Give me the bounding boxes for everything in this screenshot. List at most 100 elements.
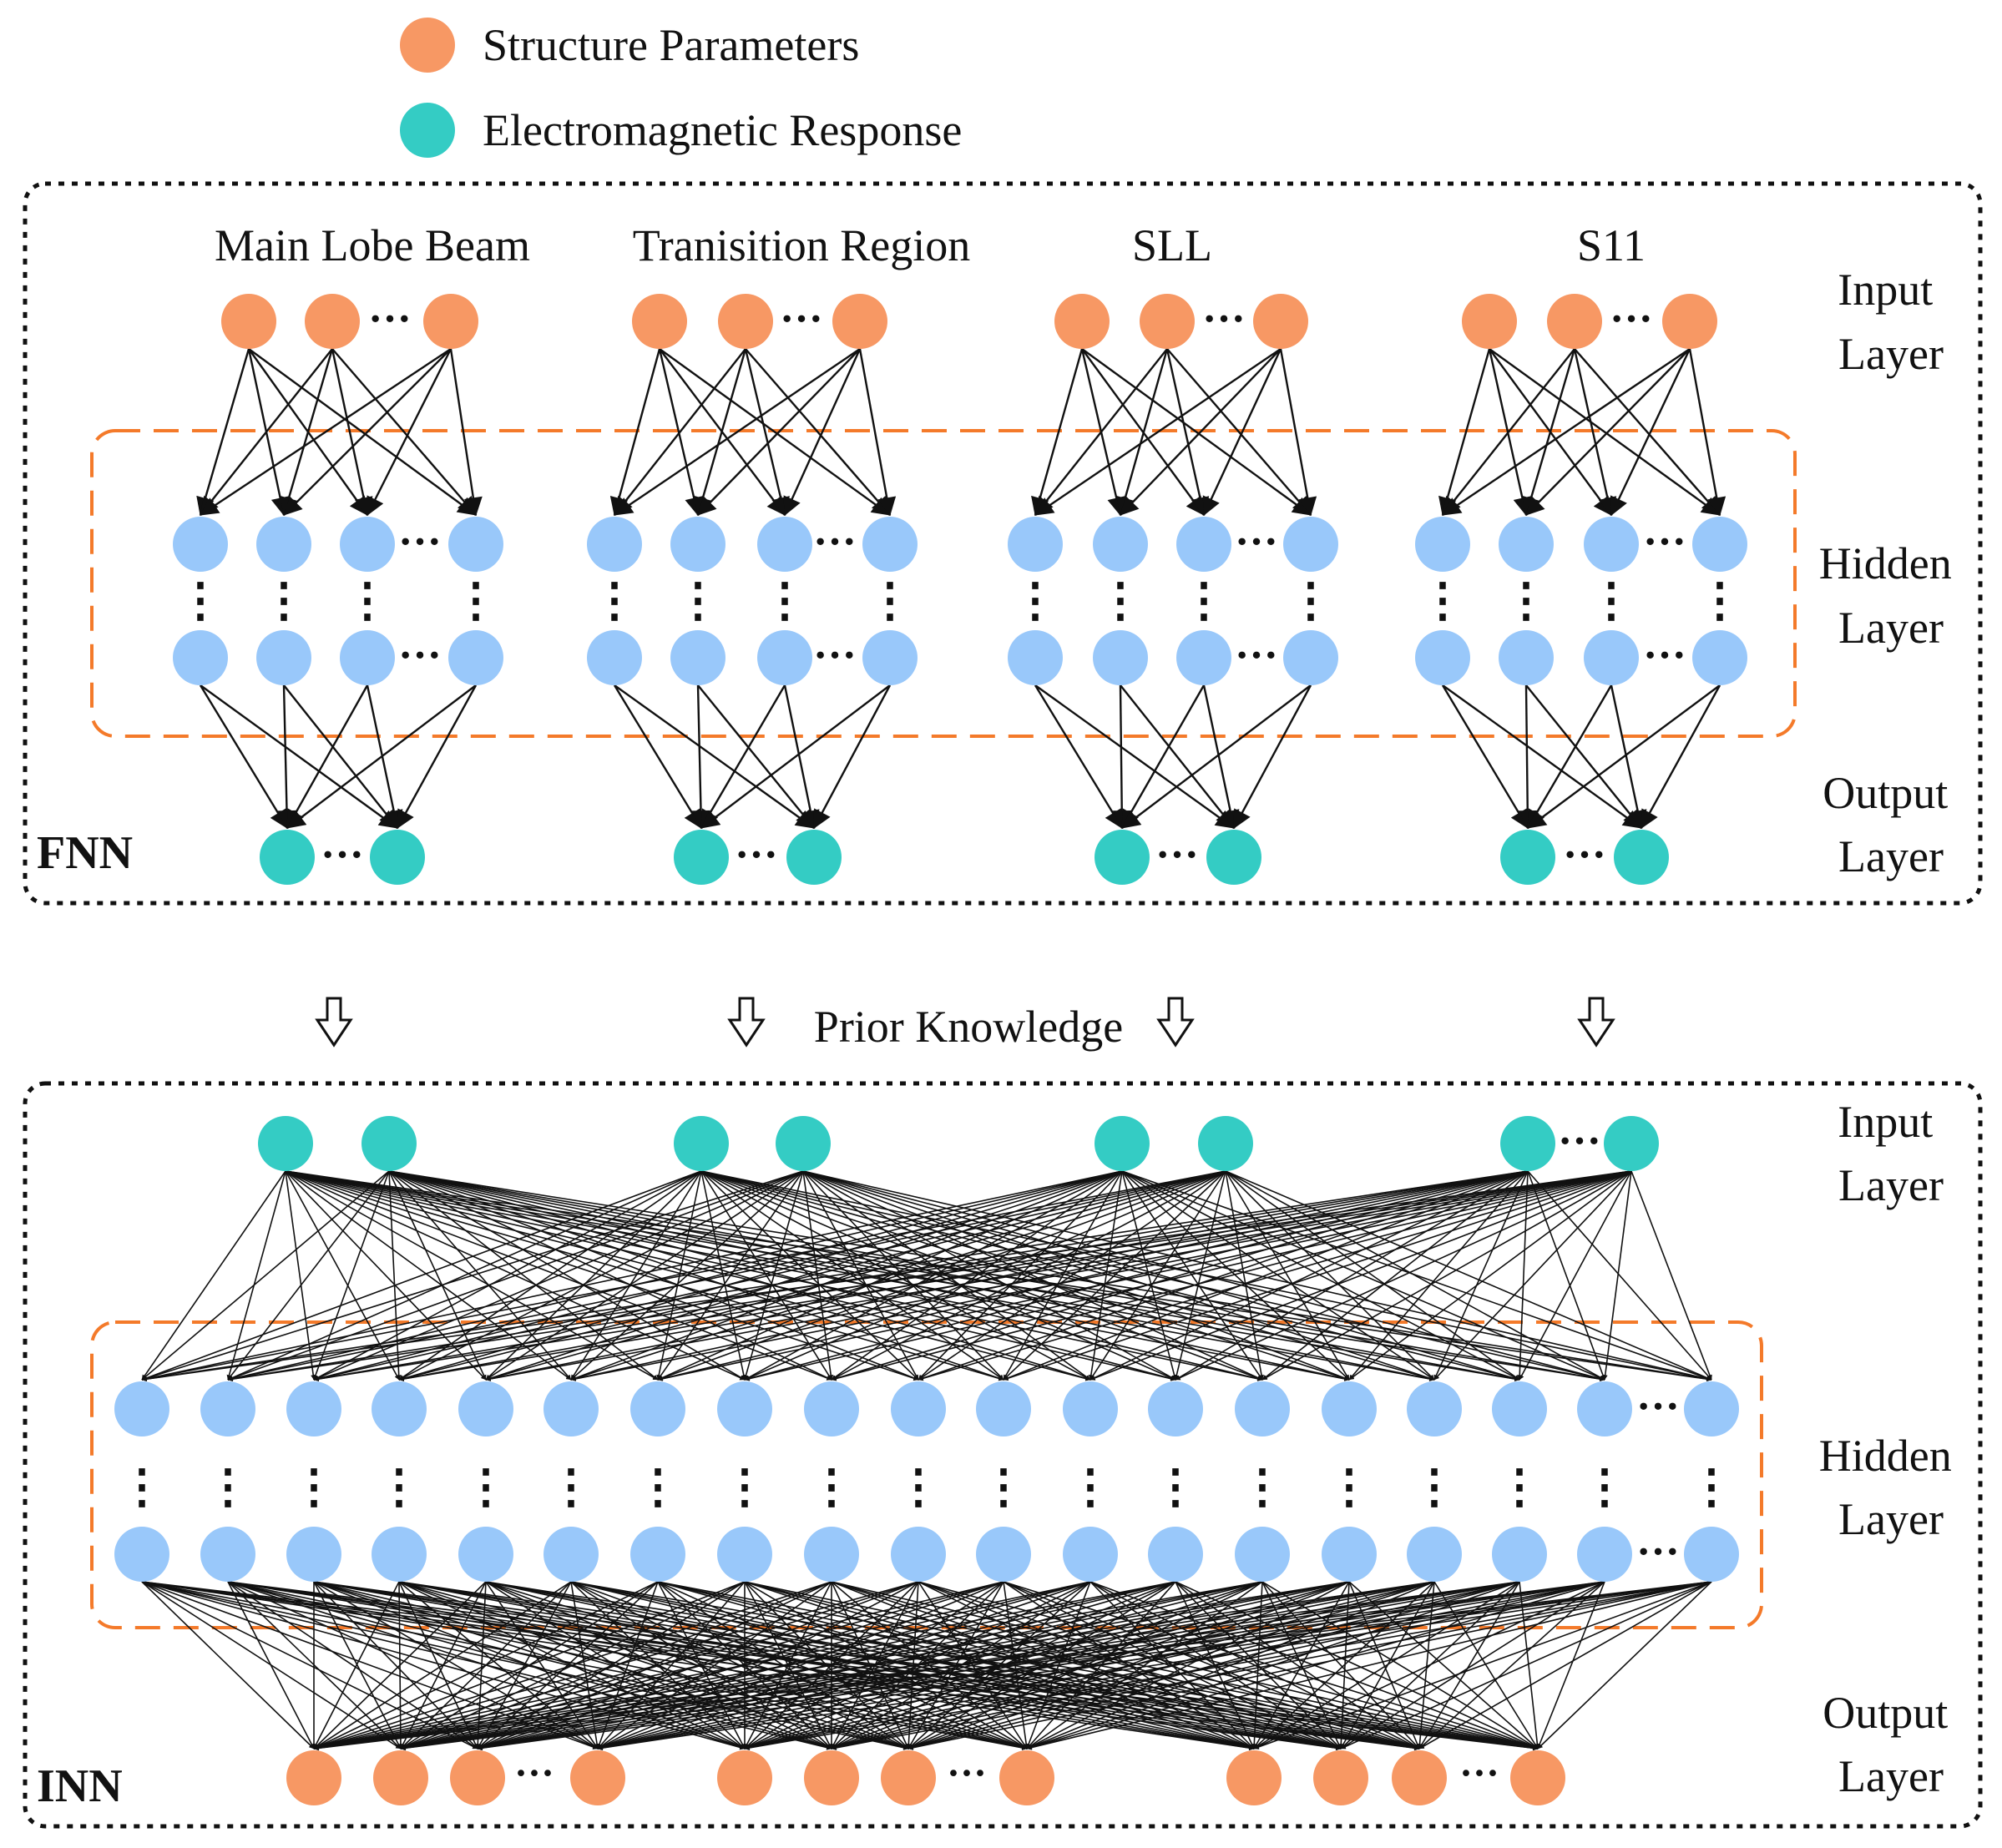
fnn-group-4-hidden-node: [1415, 630, 1470, 685]
fnn-group-3-hidden-node: [1008, 517, 1063, 572]
fnn-group-3-hidden-node: [1176, 517, 1231, 572]
inn-edge-hidden-out: [1433, 1581, 1539, 1750]
fnn-group-3-edge-hidden-out: [1202, 684, 1240, 830]
fnn-group-1-edge-hidden-out: [283, 684, 398, 829]
fnn-group-4-edge-hidden-out: [1518, 684, 1537, 830]
fnn-group-1-output-node: [260, 830, 315, 885]
inn-edge-in-hidden: [1225, 1170, 1350, 1381]
inn-edge-hidden-out: [313, 1581, 487, 1750]
inn-hidden-layer-label: Hidden Layer: [1819, 1431, 1963, 1544]
inn-hidden-vdots: ⋮: [1411, 1462, 1458, 1513]
inn-output-node: [570, 1750, 625, 1805]
fnn-group-2-hidden-node: [757, 517, 812, 572]
inn-edge-in-hidden: [485, 1170, 1529, 1381]
inn-hidden-node: [1322, 1381, 1377, 1436]
fnn-group-4-edge-in-hidden: [1442, 348, 1575, 516]
inn-edge-hidden-out: [477, 1581, 1091, 1750]
fnn-group-1-hidden-vdots: ⋮: [452, 575, 499, 627]
fnn-group-3-hidden-node: [1093, 630, 1148, 685]
fnn-group-1-edge-hidden-out: [200, 684, 398, 829]
fnn-group-2-hidden-node: [587, 517, 642, 572]
inn-edge-hidden-out: [141, 1581, 478, 1750]
fnn-group-4-output-ellipsis: ···: [1563, 831, 1606, 879]
fnn-group-1-hidden-node: [173, 517, 228, 572]
inn-hidden-vdots: ⋮: [808, 1462, 855, 1513]
fnn-group-4-hidden-node: [1499, 630, 1554, 685]
inn-hidden-node: [114, 1381, 169, 1436]
inn-output-node: [881, 1750, 936, 1805]
fnn-group-3-edge-hidden-out: [1034, 684, 1124, 829]
inn-edge-hidden-out: [477, 1581, 572, 1750]
fnn-group-1-hidden-vdots: ⋮: [344, 575, 391, 627]
inn-edge-in-hidden: [285, 1170, 572, 1381]
inn-edge-hidden-out: [398, 1581, 1539, 1751]
fnn-group-4-edge-in-hidden: [1522, 348, 1576, 517]
inn-edge-hidden-out: [313, 1581, 919, 1750]
inn-hidden-layer-label-line1: Hidden: [1819, 1431, 1952, 1481]
inn-hidden-vdots: ⋮: [721, 1462, 768, 1513]
prior-knowledge-arrow: [315, 997, 353, 1048]
inn-hidden-node: [804, 1381, 859, 1436]
inn-hidden-node: [372, 1381, 427, 1436]
fnn-group-1-edge-in-hidden: [200, 348, 333, 516]
inn-edge-hidden-out: [477, 1581, 1712, 1751]
prior-knowledge-arrow: [1577, 997, 1615, 1048]
inn-hidden-vdots: ⋮: [634, 1462, 681, 1513]
fnn-group-2-edge-in-hidden: [659, 348, 891, 516]
fnn-group-4-input-node: [1662, 294, 1717, 349]
fnn-group-2-hidden-node: [670, 630, 725, 685]
inn-edge-hidden-out: [1026, 1581, 1712, 1750]
fnn-group-2-hidden-node: [670, 517, 725, 572]
fnn-group-3-edge-in-hidden: [1165, 348, 1210, 517]
inn-hidden-node: [717, 1381, 772, 1436]
prior-knowledge-label: Prior Knowledge: [814, 1002, 1123, 1052]
inn-edge-hidden-out: [313, 1581, 1004, 1750]
fnn-group-title-main-lobe: Main Lobe Beam: [215, 220, 530, 270]
inn-edge-in-hidden: [802, 1170, 919, 1381]
fnn-group-2-hidden-node: [587, 630, 642, 685]
inn-edge-in-hidden: [226, 1170, 286, 1381]
fnn-group-1-hidden-ellipsis: ···: [398, 632, 442, 679]
inn-edge-hidden-out: [313, 1581, 1263, 1750]
inn-hidden-vdots: ⋮: [1688, 1462, 1735, 1513]
inn-edge-in-hidden: [802, 1170, 1091, 1381]
inn-name: INN: [37, 1760, 123, 1812]
inn-edge-hidden-out: [831, 1581, 1420, 1750]
fnn-group-1-edge-hidden-out: [396, 684, 478, 829]
inn-input-node: [258, 1116, 313, 1171]
inn-edge-in-hidden: [1261, 1170, 1632, 1381]
inn-output-node: [804, 1750, 859, 1805]
inn-nodes: ⋮⋮⋮⋮⋮⋮⋮⋮⋮⋮⋮⋮⋮⋮⋮⋮⋮⋮⋮··················: [114, 1116, 1739, 1805]
inn-hidden-node: [1577, 1527, 1632, 1582]
fnn-group-2-edge-in-hidden: [745, 348, 891, 516]
inn-edge-hidden-out: [313, 1581, 478, 1750]
inn-edge-hidden-out: [477, 1581, 1176, 1750]
inn-hidden-vdots: ⋮: [1496, 1462, 1543, 1513]
inn-edge-hidden-out: [907, 1581, 1712, 1750]
fnn-group-4-hidden-vdots: ⋮: [1503, 575, 1550, 627]
fnn-group-1-edge-hidden-out: [277, 684, 296, 830]
inn-edge-in-hidden: [1433, 1170, 1632, 1381]
fnn-group-3-edge-hidden-out: [1034, 684, 1235, 829]
inn-edge-in-hidden: [918, 1170, 1632, 1381]
inn-hidden-vdots: ⋮: [205, 1462, 251, 1513]
inn-edge-in-hidden: [744, 1170, 1226, 1381]
inn-edge-in-hidden: [398, 1170, 1632, 1382]
fnn-group-3-hidden-node: [1176, 630, 1231, 685]
fnn-group-4-hidden-ellipsis: ···: [1643, 518, 1686, 566]
fnn-group-3-edge-hidden-out: [1232, 684, 1312, 829]
fnn-group-4-output-node: [1614, 830, 1669, 885]
fnn-group-4-edge-in-hidden: [1574, 348, 1721, 516]
fnn-group-1-edge-in-hidden: [283, 348, 452, 516]
inn-edge-hidden-out: [744, 1581, 1420, 1750]
fnn-group-3-edge-in-hidden: [1034, 348, 1168, 516]
inn-hidden-node: [114, 1527, 169, 1582]
inn-edge-in-hidden: [388, 1170, 572, 1381]
fnn-group-1-hidden-node: [256, 630, 311, 685]
inn-edge-in-hidden: [700, 1170, 1091, 1381]
inn-edge-in-hidden: [285, 1170, 400, 1381]
prior-knowledge-arrow: [727, 997, 766, 1048]
inn-edge-in-hidden: [700, 1170, 1350, 1381]
inn-hidden-ellipsis: ···: [1636, 1383, 1680, 1431]
fnn-group-2-edge-hidden-out: [783, 684, 820, 830]
